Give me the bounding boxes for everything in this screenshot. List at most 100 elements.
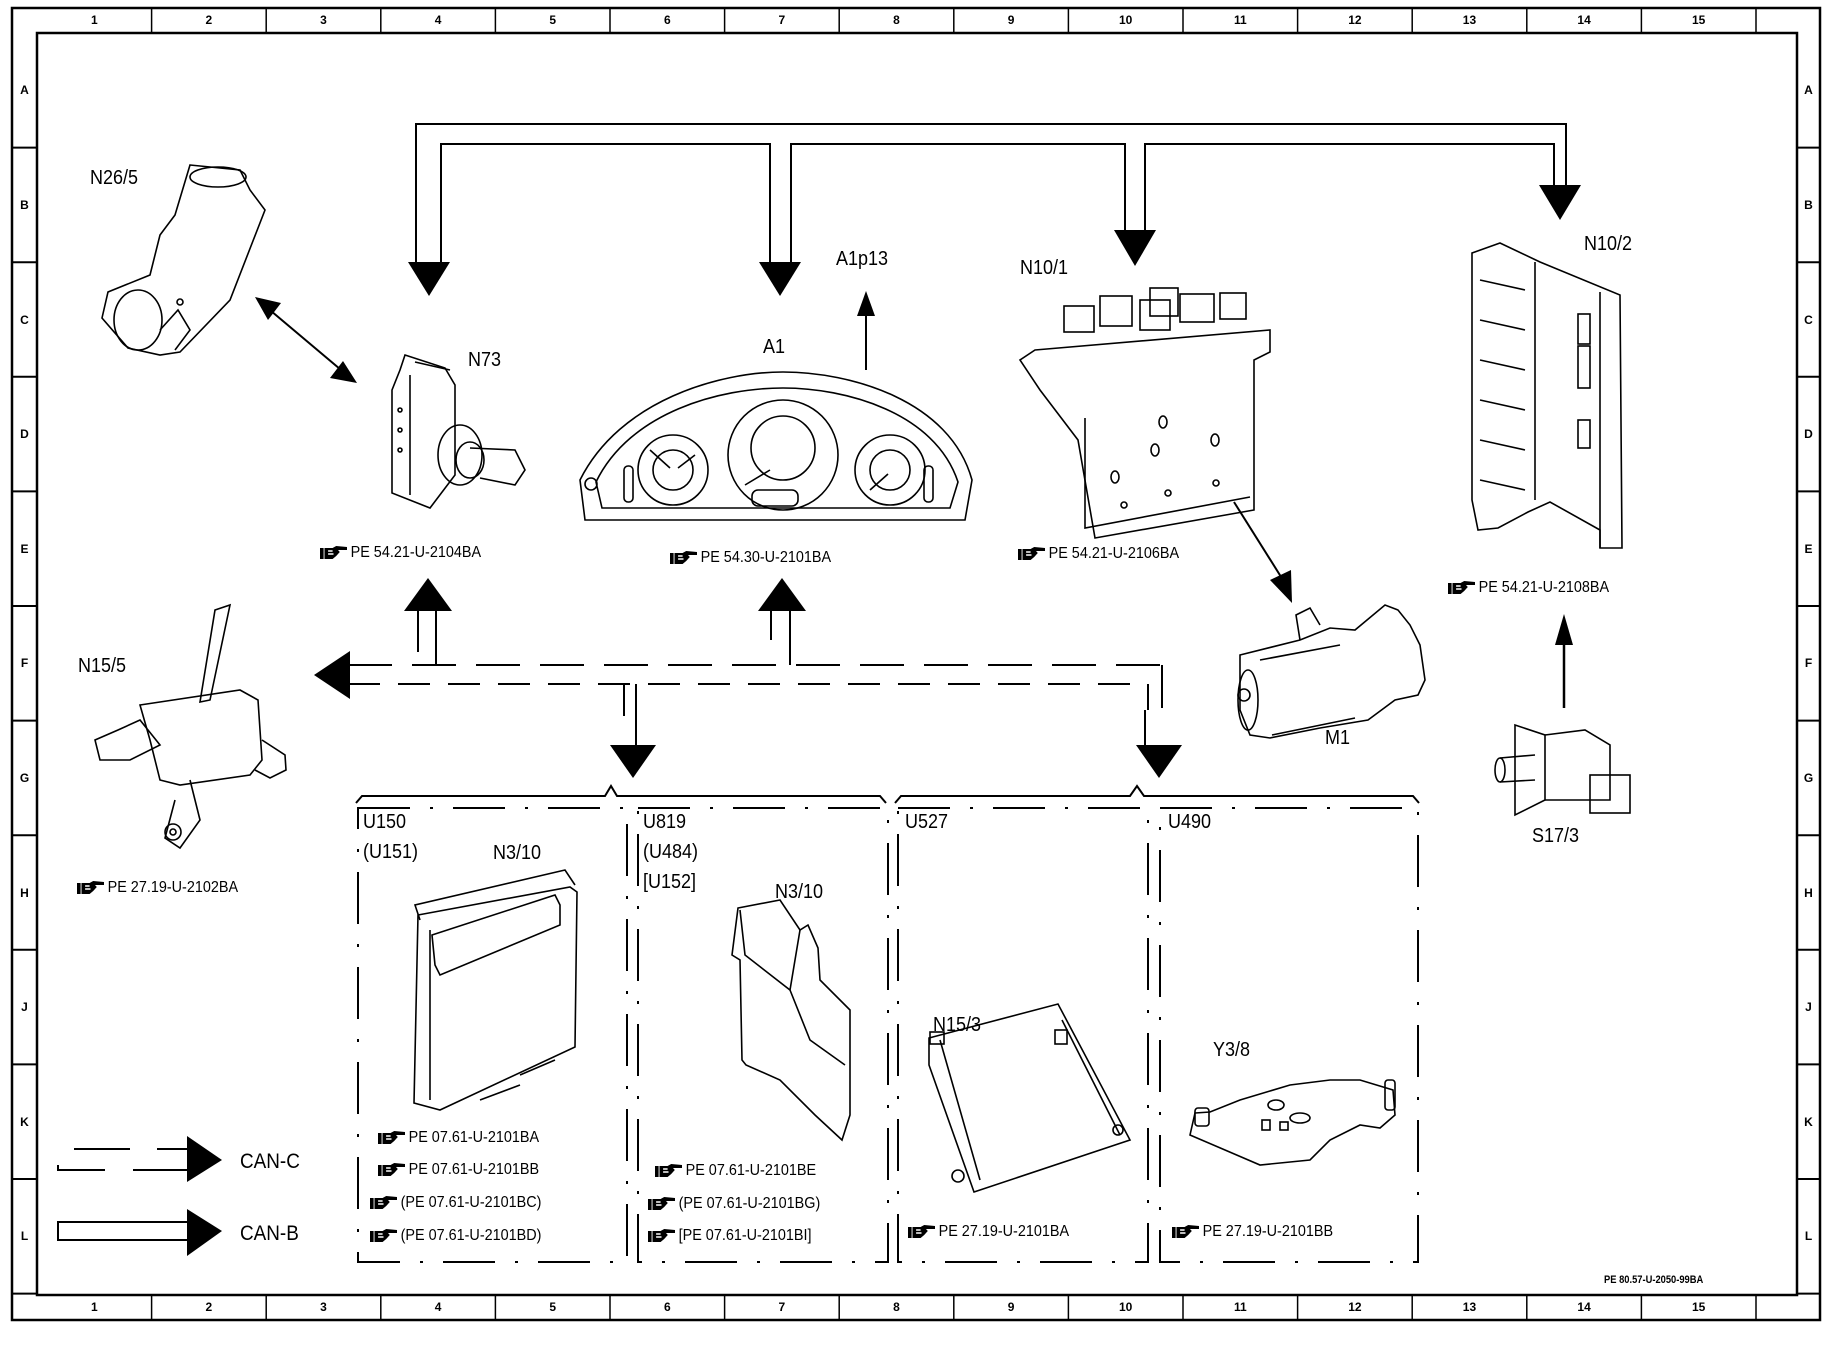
row-label: K [20,1114,29,1129]
row-label: E [20,541,29,556]
a1p13-arrow [857,291,875,370]
group-ref[interactable]: (PE 07.61-U-2101BG) [648,1196,820,1212]
n26-5-drawing [101,164,266,356]
pointing-hand-icon [378,1163,405,1177]
group-ref[interactable]: PE 07.61-U-2101BA [378,1130,539,1146]
can-c-arrowheads [314,578,1182,778]
row-label: D [1804,427,1813,442]
group-ref-text: (PE 07.61-U-2101BD) [400,1227,542,1244]
group-ref[interactable]: (PE 07.61-U-2101BC) [370,1195,541,1211]
ref-n10-2[interactable]: PE 54.21-U-2108BA [1448,580,1609,596]
n3-10-u150-drawing [413,869,578,1111]
variant-group-boxes [357,807,1419,1263]
group-ref-text: (PE 07.61-U-2101BG) [678,1195,821,1212]
ref-a1[interactable]: PE 54.30-U-2101BA [670,550,831,566]
column-label: 2 [205,13,213,27]
group-ref[interactable]: PE 07.61-U-2101BB [378,1162,539,1178]
group-component: N15/3 [933,1014,982,1036]
arrow-down-to-u150-u819 [610,745,656,778]
group-ref-text: PE 07.61-U-2101BB [408,1161,540,1178]
column-label: 1 [90,13,98,27]
column-label: 5 [549,1300,557,1314]
ref-n10-2-text: PE 54.21-U-2108BA [1478,579,1610,596]
group-braces [355,784,1420,804]
n10-1-drawing [1018,287,1271,539]
pointing-hand-icon [1018,547,1045,561]
arrow-to-n10-2 [1539,185,1581,220]
ref-n15-5[interactable]: PE 27.19-U-2102BA [77,880,238,896]
label-n15-5: N15/5 [78,655,127,677]
n15-3-drawing [928,1003,1132,1194]
column-label: 9 [1007,1300,1015,1314]
pointing-hand-icon [77,881,104,895]
label-n10-1: N10/1 [1020,257,1069,279]
row-label: B [1804,197,1813,212]
legend-can-c-label: CAN-C [240,1150,300,1173]
arrow-to-a1 [759,262,801,296]
n26-5-n73-link [255,297,357,383]
group-ref[interactable]: [PE 07.61-U-2101BI] [648,1228,811,1244]
column-label: 3 [320,1300,327,1314]
ref-n10-1[interactable]: PE 54.21-U-2106BA [1018,546,1179,562]
group-ref[interactable]: PE 27.19-U-2101BB [1172,1224,1333,1240]
group-ref[interactable]: PE 27.19-U-2101BA [908,1224,1069,1240]
pointing-hand-icon [378,1131,405,1145]
group-code: U819 [643,811,687,833]
ref-n73[interactable]: PE 54.21-U-2104BA [320,545,481,561]
group-ref[interactable]: PE 07.61-U-2101BE [655,1163,816,1179]
row-label: J [21,1000,28,1015]
arrow-to-n15-5 [314,651,350,699]
legend-can-c-symbol [57,1148,190,1171]
m1-drawing [1237,604,1426,739]
group-ref[interactable]: (PE 07.61-U-2101BD) [370,1228,541,1244]
column-label: 7 [778,13,786,27]
row-label: G [1803,770,1814,785]
group-code: U490 [1168,811,1212,833]
row-label: G [19,770,30,785]
document-reference: PE 80.57-U-2050-99BA [1604,1274,1704,1286]
label-a1p13: A1p13 [836,248,889,270]
group-component: N3/10 [493,842,542,864]
column-label: 5 [549,13,557,27]
row-label: H [20,885,29,900]
group-code: U527 [905,811,949,833]
pointing-hand-icon [908,1225,935,1239]
row-label: D [20,427,29,442]
n10-2-drawing [1471,242,1623,549]
legend [57,1136,222,1256]
group-ref-text: PE 07.61-U-2101BE [685,1162,817,1179]
column-label: 10 [1119,1300,1133,1314]
a1-drawing [579,371,973,521]
column-label: 11 [1233,13,1247,27]
column-label: 10 [1119,13,1133,27]
label-n10-2: N10/2 [1584,233,1633,255]
legend-can-b-arrowhead [187,1209,222,1256]
group-code: [U152] [643,871,697,893]
column-label: 15 [1692,1300,1706,1314]
n3-10-u819-drawing [731,899,851,1142]
pointing-hand-icon [370,1196,397,1210]
pointing-hand-icon [1172,1225,1199,1239]
row-label: L [1804,1229,1813,1244]
group-ref-text: (PE 07.61-U-2101BC) [400,1194,542,1211]
row-label: C [1804,312,1813,327]
can-c-bus [348,610,1163,745]
column-label: 7 [778,1300,786,1314]
pointing-hand-icon [1448,581,1475,595]
column-label: 4 [434,1300,442,1314]
arrow-to-n73 [408,262,450,296]
pointing-hand-icon [648,1197,675,1211]
column-label: 9 [1007,13,1015,27]
row-label: A [20,83,29,98]
can-b-bus-top [415,123,1567,262]
label-n26-5: N26/5 [90,167,139,189]
legend-can-b-symbol [57,1221,190,1241]
column-label: 8 [893,13,900,27]
label-s17-3: S17/3 [1532,825,1580,847]
label-a1: A1 [763,336,786,358]
group-ref-text: PE 27.19-U-2101BB [1202,1223,1334,1240]
arrow-up-to-n73 [404,578,452,611]
variant-group-box [1159,807,1419,1263]
pointing-hand-icon [670,551,697,565]
